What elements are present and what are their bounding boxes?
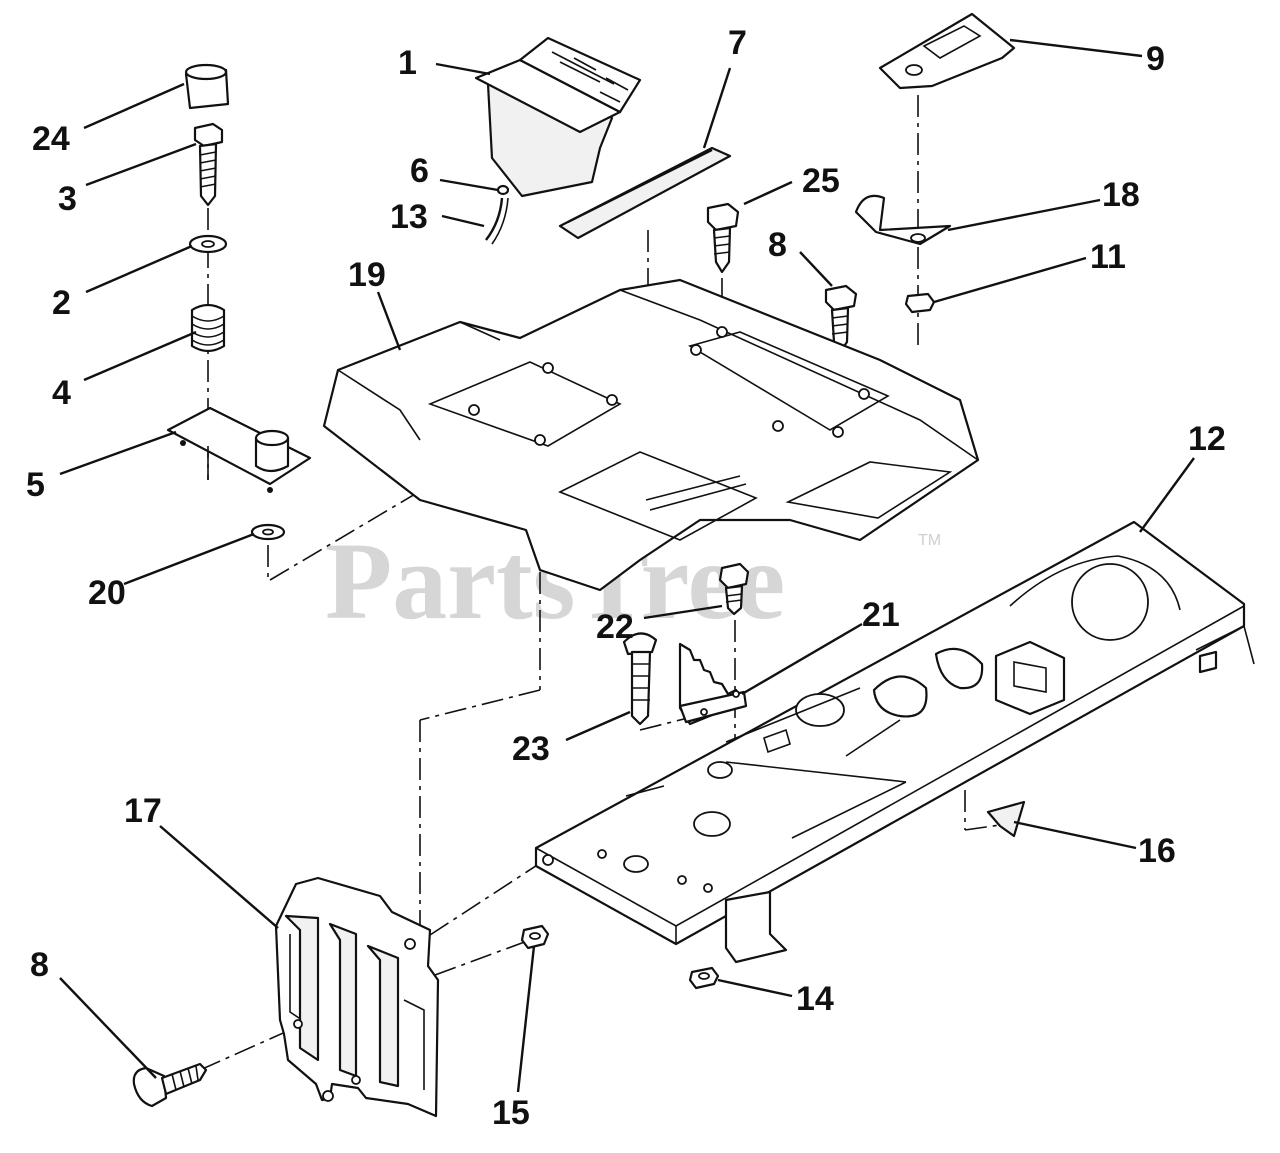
- callout-8-bottom: 8: [30, 946, 49, 984]
- callout-5: 5: [26, 466, 45, 504]
- part-6-fitting: [496, 184, 510, 196]
- part-7-decal: [558, 146, 732, 240]
- part-20-washer: [250, 523, 286, 541]
- part-5-bracket: [166, 406, 312, 493]
- part-12-frame: [534, 520, 1255, 964]
- callout-24: 24: [32, 120, 70, 158]
- callout-17: 17: [124, 792, 162, 830]
- callout-12: 12: [1188, 420, 1226, 458]
- part-19-fender: [322, 278, 980, 592]
- part-3-bolt: [193, 122, 224, 207]
- part-24-cap: [184, 63, 230, 110]
- callout-25: 25: [802, 162, 840, 200]
- part-8-bolt-bottom: [132, 1062, 208, 1108]
- part-22-bolt: [718, 562, 750, 616]
- part-1-tray: [474, 36, 642, 198]
- callout-22: 22: [596, 608, 634, 646]
- part-18-bracket: [854, 194, 952, 246]
- callout-4: 4: [52, 374, 71, 412]
- callout-7: 7: [728, 24, 747, 62]
- part-21-toothed-bracket: [678, 642, 748, 726]
- part-15-nut: [520, 924, 550, 950]
- callout-3: 3: [58, 180, 77, 218]
- callout-15: 15: [492, 1094, 530, 1132]
- part-11-nut: [904, 292, 936, 314]
- callout-23: 23: [512, 730, 550, 768]
- part-23-carriage-bolt: [622, 632, 658, 726]
- callout-2: 2: [52, 284, 71, 322]
- callout-6: 6: [410, 152, 429, 190]
- leader-lines: [59, 38, 1195, 1093]
- part-9-lever-cover: [878, 12, 1016, 90]
- part-14-nut: [688, 966, 720, 990]
- watermark-trademark: TM: [918, 532, 941, 549]
- part-8-screw-top: [824, 284, 858, 354]
- part-17-side-plate: [274, 876, 440, 1118]
- callout-18: 18: [1102, 176, 1140, 214]
- callout-20: 20: [88, 574, 126, 612]
- callout-19: 19: [348, 256, 386, 294]
- part-4-spring: [190, 303, 226, 353]
- callout-1: 1: [398, 44, 417, 82]
- part-2-washer: [188, 234, 228, 254]
- callout-21: 21: [862, 596, 900, 634]
- callout-14: 14: [796, 980, 834, 1018]
- part-13-tube: [485, 197, 509, 245]
- part-16-spacer: [986, 800, 1026, 838]
- part-25-screw: [706, 202, 740, 274]
- callout-8-top: 8: [768, 226, 787, 264]
- callout-numbers: 1 2 3 4 5 6 7 8 9 11 12 13 14 15 16 17 1…: [26, 24, 1226, 1132]
- callout-16: 16: [1138, 832, 1176, 870]
- callout-9: 9: [1146, 40, 1165, 78]
- callout-11: 11: [1090, 238, 1126, 276]
- callout-13: 13: [390, 198, 428, 236]
